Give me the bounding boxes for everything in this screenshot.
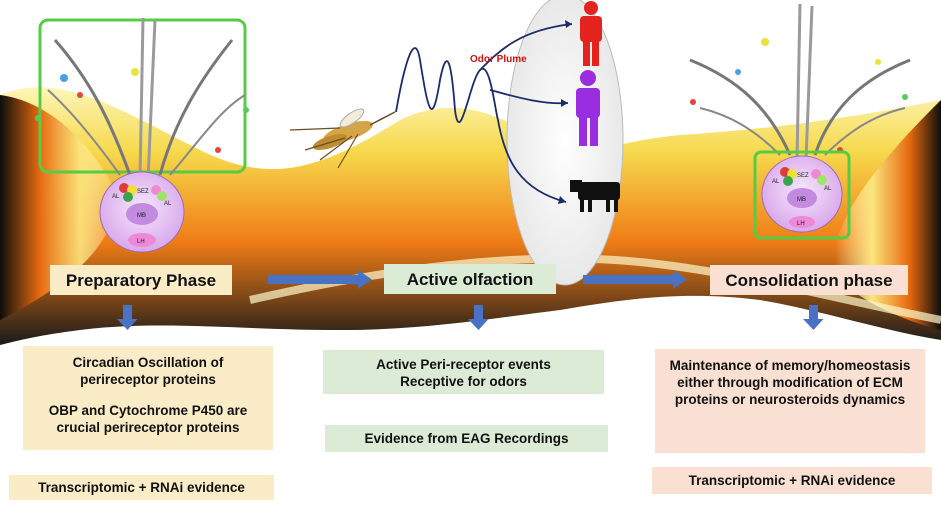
human-red-icon bbox=[580, 1, 602, 66]
odor-plume: Odor Plume bbox=[395, 20, 573, 204]
phase-details-active-olfaction: Active Peri-receptor events Receptive fo… bbox=[323, 350, 604, 394]
detail-text: OBP and Cytochrome P450 are crucial peri… bbox=[48, 403, 248, 435]
cow-icon bbox=[570, 180, 620, 212]
wave-band bbox=[0, 87, 941, 346]
phase-details-consolidation: Maintenance of memory/homeostasis either… bbox=[655, 349, 925, 453]
brain-label-al: AL bbox=[164, 201, 172, 207]
brain-label-sez: SEZ bbox=[137, 189, 149, 195]
mosquito-icon bbox=[289, 108, 396, 169]
brain-icon: AL AL SEZ MB LH bbox=[753, 150, 851, 240]
brain-label-mb: MB bbox=[797, 197, 806, 203]
human-purple-icon bbox=[576, 70, 600, 146]
odor-plume-label: Odor Plume bbox=[470, 54, 527, 65]
evidence-preparatory: Transcriptomic + RNAi evidence bbox=[9, 475, 274, 500]
host-oval bbox=[506, 0, 624, 286]
arrow-down-icon bbox=[468, 305, 489, 330]
phase-title-consolidation: Consolidation phase bbox=[710, 265, 908, 295]
brain-label-al: AL bbox=[824, 186, 832, 192]
arrow-right-icon bbox=[268, 270, 372, 289]
brain-label-sez: SEZ bbox=[797, 173, 809, 179]
phase-details-preparatory: Circadian Oscillation of perireceptor pr… bbox=[23, 346, 273, 450]
arrow-down-icon bbox=[117, 305, 138, 330]
evidence-active-olfaction: Evidence from EAG Recordings bbox=[325, 425, 608, 452]
detail-text: Circadian Oscillation of perireceptor pr… bbox=[72, 355, 224, 387]
brain-label-lh: LH bbox=[137, 239, 145, 245]
brain-icon: AL AL SEZ MB LH bbox=[99, 171, 185, 253]
phase-title-preparatory: Preparatory Phase bbox=[50, 265, 232, 295]
arrow-right-icon bbox=[583, 270, 687, 289]
brain-label-al: AL bbox=[112, 194, 120, 200]
arrow-down-icon bbox=[803, 305, 824, 330]
phase-title-active-olfaction: Active olfaction bbox=[384, 264, 556, 294]
brain-label-lh: LH bbox=[797, 221, 805, 227]
evidence-consolidation: Transcriptomic + RNAi evidence bbox=[652, 467, 932, 494]
antenna-icon bbox=[35, 17, 249, 181]
antenna-icon bbox=[689, 3, 911, 161]
brain-label-mb: MB bbox=[137, 213, 146, 219]
brain-label-al: AL bbox=[772, 179, 780, 185]
